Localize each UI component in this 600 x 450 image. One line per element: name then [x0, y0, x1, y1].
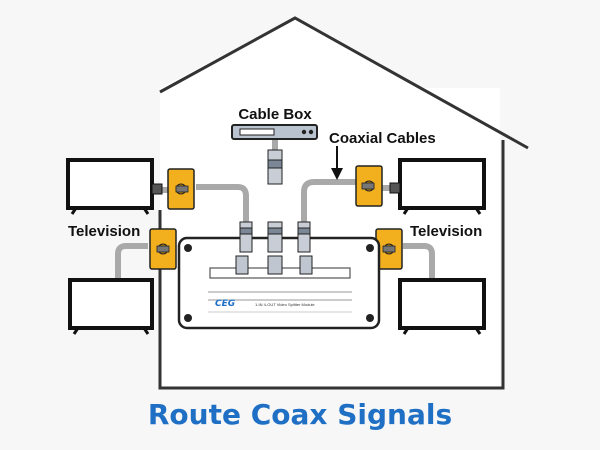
f-connector-icon — [235, 149, 313, 275]
television-icon — [68, 278, 154, 335]
label-coaxial-cables: Coaxial Cables — [329, 130, 436, 147]
wall-plate-icon — [167, 168, 195, 210]
device-model-text: 1-IN 4-OUT Video Splitter Module — [255, 302, 315, 307]
television-icon — [398, 158, 486, 215]
cable-box-icon — [231, 124, 318, 140]
television-icon — [398, 278, 486, 335]
arrow-down-icon — [331, 146, 343, 180]
label-television-left: Television — [68, 223, 140, 240]
cable-tv-lower-left — [115, 243, 148, 282]
television-icon — [66, 158, 154, 215]
cable-tv-lower-right — [403, 243, 435, 282]
device-logo: CEG — [215, 299, 235, 309]
cable-top-right — [301, 179, 356, 222]
tv-plug-icon — [151, 182, 401, 195]
wall-plate-icon — [375, 228, 403, 270]
label-television-right: Television — [410, 223, 482, 240]
label-cable-box: Cable Box — [238, 106, 312, 123]
page-title: Route Coax Signals — [148, 398, 452, 431]
cable-top-left — [196, 184, 249, 222]
wall-plate-icon — [149, 228, 177, 270]
wall-plate-icon — [355, 165, 383, 207]
